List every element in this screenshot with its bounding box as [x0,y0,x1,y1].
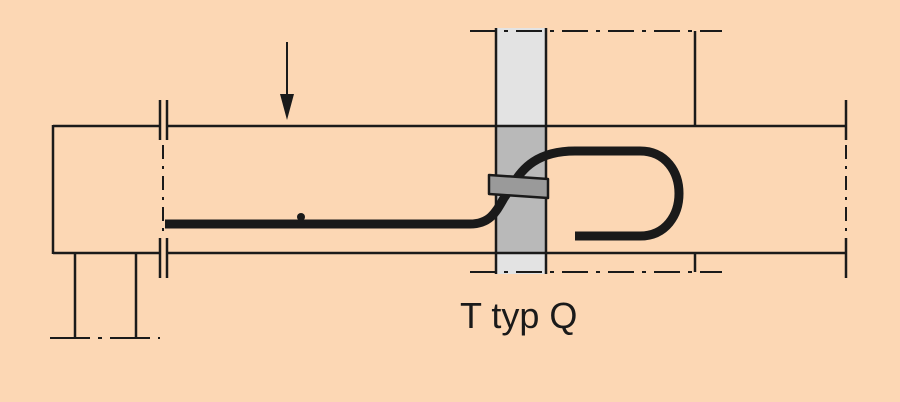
support-legs [50,253,160,339]
bar-sleeve [487,173,550,200]
reinforcement-bar [165,146,684,241]
lower-reference-line [470,253,722,273]
bar-marker-dot [297,213,305,221]
diagram-label: T typ Q [460,295,577,336]
down-arrow-icon [280,42,294,120]
break-line-left [158,100,169,278]
upper-reference-line [470,30,722,126]
